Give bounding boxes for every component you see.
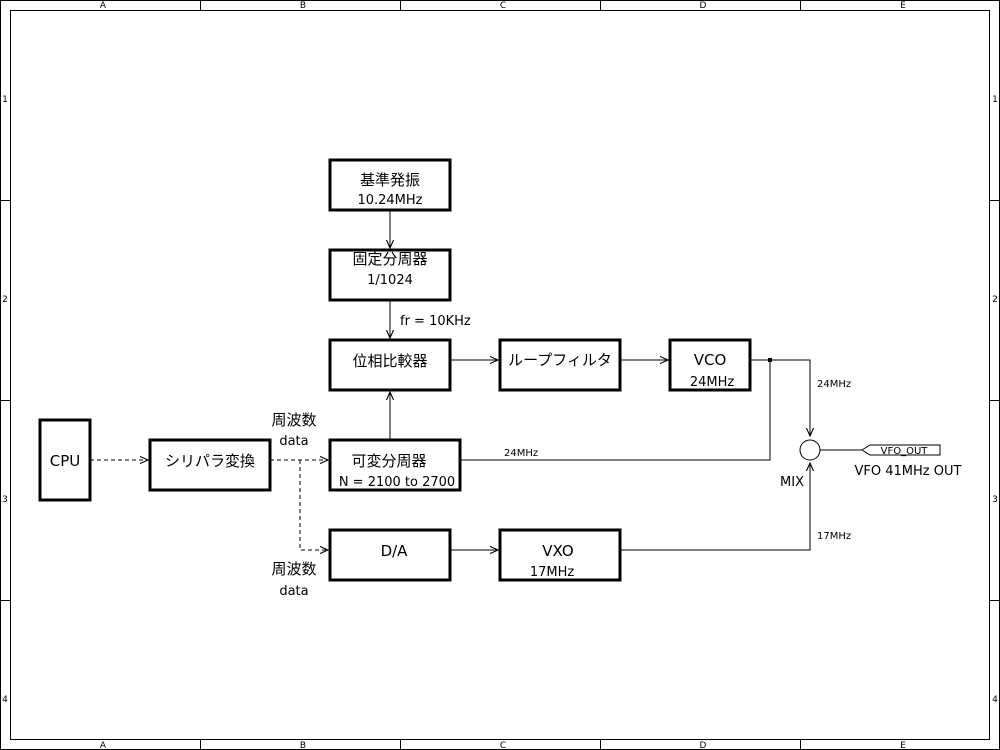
block-vco-sub: 24MHz xyxy=(690,375,735,390)
wire-serpar-to-da xyxy=(299,460,328,550)
mixer-label: MIX xyxy=(780,475,804,490)
grid-col-top-c: C xyxy=(500,1,506,11)
block-fixed-divider-title: 固定分周器 xyxy=(352,250,427,268)
block-phase-comparator: 位相比較器 xyxy=(328,338,452,392)
block-loop-filter-title: ループフィルタ xyxy=(508,351,612,369)
label-freq-data-2: 周波数 xyxy=(271,560,316,578)
grid-col-bottom-e: E xyxy=(900,741,906,750)
block-var-divider: 可変分周器 N = 2100 to 2700 xyxy=(328,438,462,492)
block-da-title: D/A xyxy=(381,542,409,560)
output-port-symbol xyxy=(861,444,941,456)
label-data-2: data xyxy=(279,584,308,599)
block-loop-filter: ループフィルタ xyxy=(498,338,622,392)
label-feedback-24mhz: 24MHz xyxy=(504,448,538,459)
block-da: D/A xyxy=(328,528,452,582)
block-ser-par: シリパラ変換 xyxy=(148,438,272,492)
block-ser-par-title: シリパラ変換 xyxy=(165,452,255,470)
block-var-divider-title: 可変分周器 xyxy=(351,452,426,470)
grid-row-left-2: 2 xyxy=(2,295,8,305)
grid-row-right-2: 2 xyxy=(992,295,998,305)
block-ref-osc-title: 基準発振 xyxy=(360,171,420,189)
block-fixed-divider: 固定分周器 1/1024 xyxy=(328,248,452,302)
block-vco-title: VCO xyxy=(694,351,727,369)
grid-row-right-1: 1 xyxy=(992,95,998,105)
grid-col-bottom-d: D xyxy=(700,741,707,750)
output-label: VFO 41MHz OUT xyxy=(855,464,962,479)
grid-row-left-4: 4 xyxy=(2,695,8,705)
wire-vco-to-mix xyxy=(750,359,810,436)
inner-frame xyxy=(10,10,990,740)
grid-row-left-3: 3 xyxy=(2,495,8,505)
grid-row-left-1: 1 xyxy=(2,95,8,105)
label-freq-data-1: 周波数 xyxy=(271,411,316,429)
label-vxo-17mhz: 17MHz xyxy=(817,531,851,542)
block-ref-osc: 基準発振 10.24MHz xyxy=(328,158,452,212)
label-data-1: data xyxy=(279,434,308,449)
block-vxo-title: VXO xyxy=(542,542,573,560)
grid-col-bottom-b: B xyxy=(300,741,306,750)
grid-row-right-3: 3 xyxy=(992,495,998,505)
grid-col-top-e: E xyxy=(900,1,906,11)
block-vco: VCO 24MHz xyxy=(668,338,752,392)
grid-col-bottom-a: A xyxy=(100,741,107,750)
block-vxo-sub: 17MHz xyxy=(530,565,575,580)
block-cpu: CPU xyxy=(38,418,92,502)
wires xyxy=(90,210,862,550)
block-var-divider-sub: N = 2100 to 2700 xyxy=(339,475,455,490)
block-ref-osc-sub: 10.24MHz xyxy=(357,193,422,208)
label-vco-24mhz: 24MHz xyxy=(817,379,851,390)
grid-col-bottom-c: C xyxy=(500,741,506,750)
block-cpu-title: CPU xyxy=(50,452,81,470)
mixer-symbol xyxy=(799,439,821,461)
block-fixed-divider-sub: 1/1024 xyxy=(367,273,413,288)
wire-vxo-to-mix xyxy=(620,463,810,551)
wire-vco-feedback xyxy=(452,360,771,460)
label-fr: fr = 10KHz xyxy=(400,314,471,329)
grid-row-right-4: 4 xyxy=(992,695,998,705)
output-port-label: VFO_OUT xyxy=(881,446,929,457)
block-vxo: VXO 17MHz xyxy=(498,528,622,582)
block-phase-comparator-title: 位相比較器 xyxy=(352,352,427,370)
junction-dot xyxy=(768,358,772,362)
grid-col-top-d: D xyxy=(700,1,707,11)
grid-col-top-a: A xyxy=(100,1,107,11)
grid-col-top-b: B xyxy=(300,1,306,11)
